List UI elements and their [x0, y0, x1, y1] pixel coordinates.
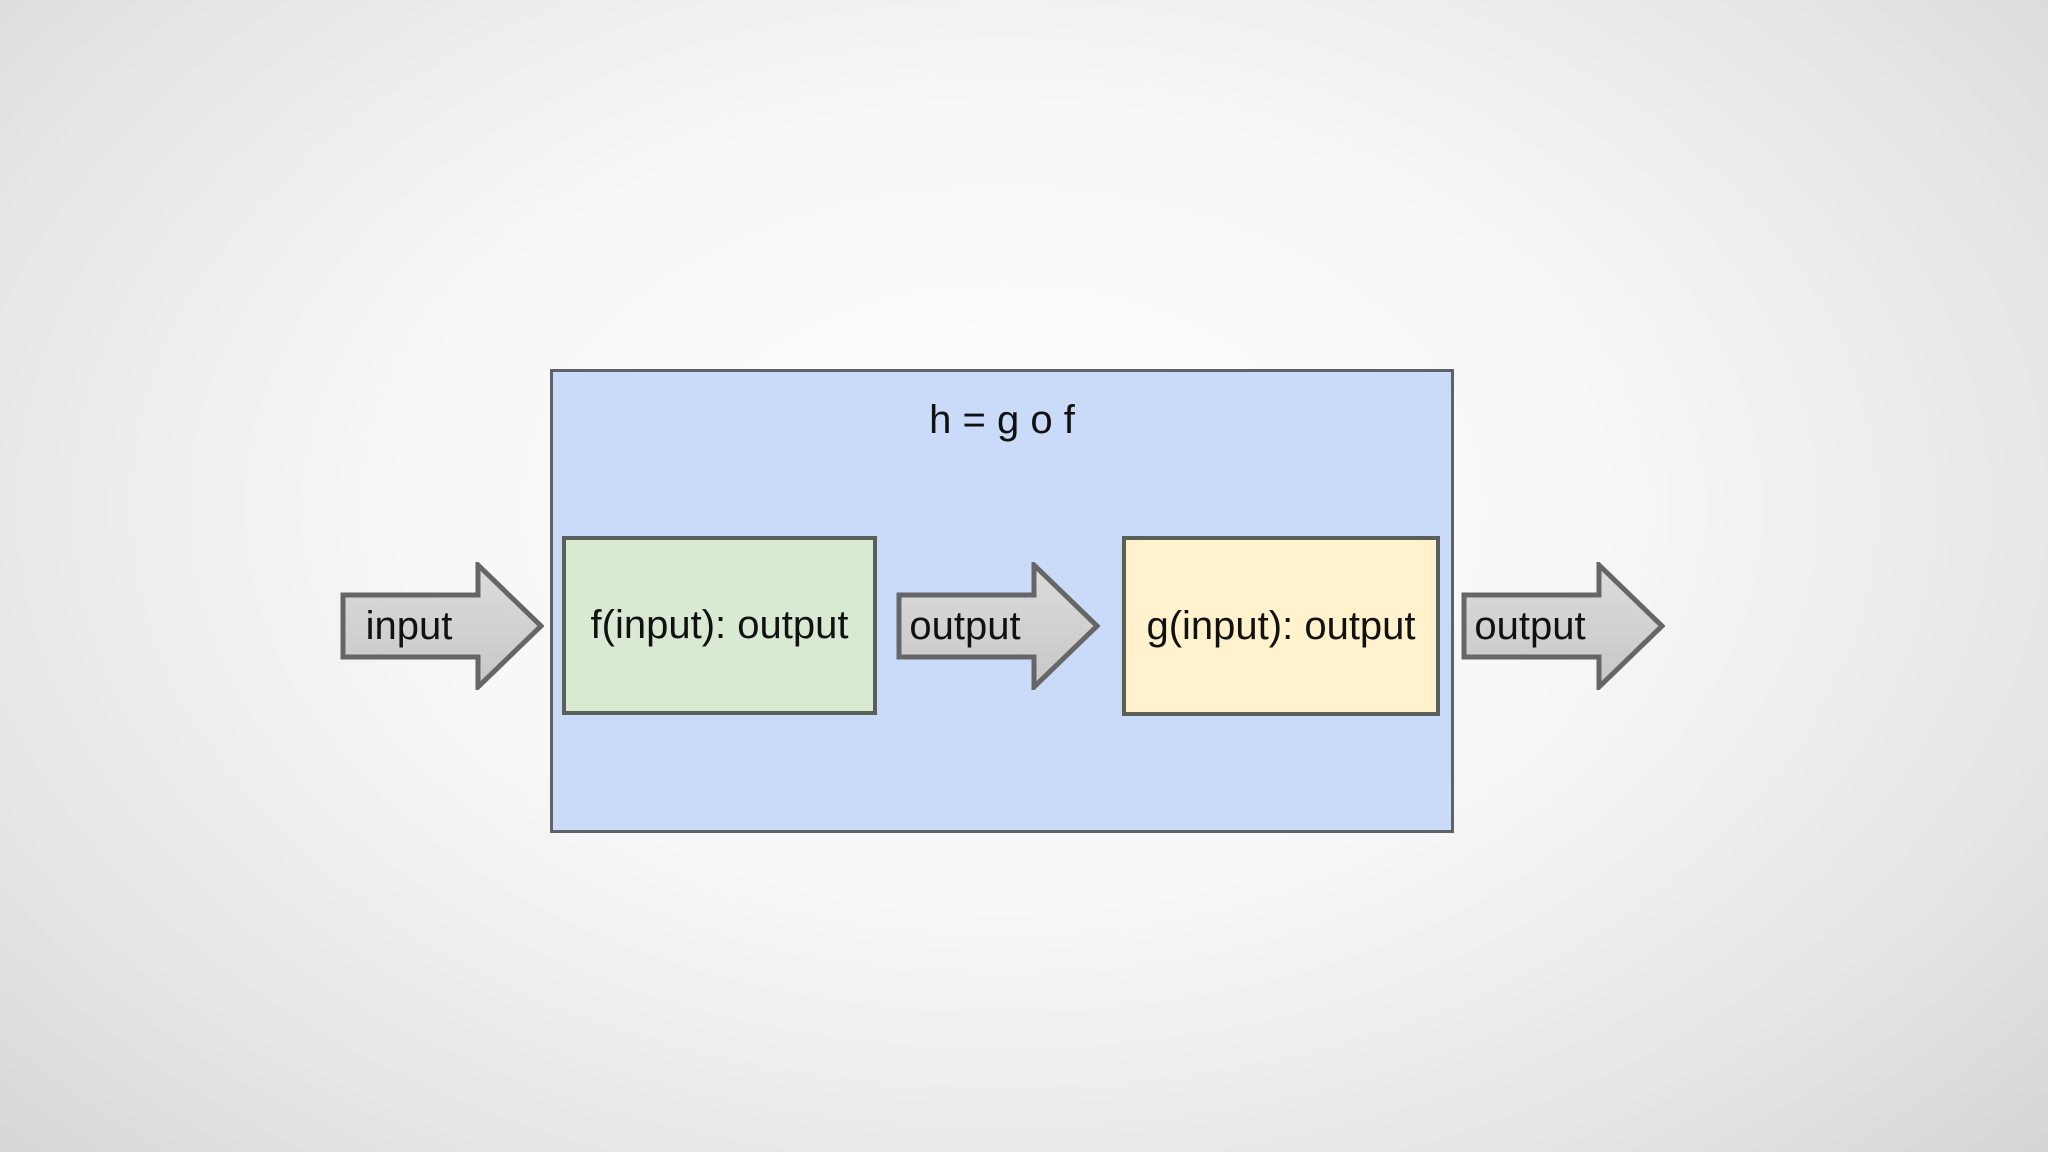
composition-title: h = g o f: [929, 398, 1075, 442]
node-f-label: f(input): output: [590, 603, 849, 647]
node-g: g(input): output: [1122, 536, 1440, 716]
input-arrow: input: [340, 562, 544, 690]
final-output-arrow: output: [1461, 562, 1665, 690]
arrow-right-icon: [340, 562, 544, 690]
node-f: f(input): output: [562, 536, 877, 715]
intermediate-output-arrow-label: output: [909, 603, 1021, 648]
intermediate-output-arrow: output: [896, 562, 1100, 690]
arrow-right-icon: [896, 562, 1100, 690]
node-g-label: g(input): output: [1146, 603, 1416, 648]
final-output-arrow-label: output: [1474, 603, 1586, 648]
input-arrow-label: input: [365, 603, 453, 648]
arrow-right-icon: [1461, 562, 1665, 690]
